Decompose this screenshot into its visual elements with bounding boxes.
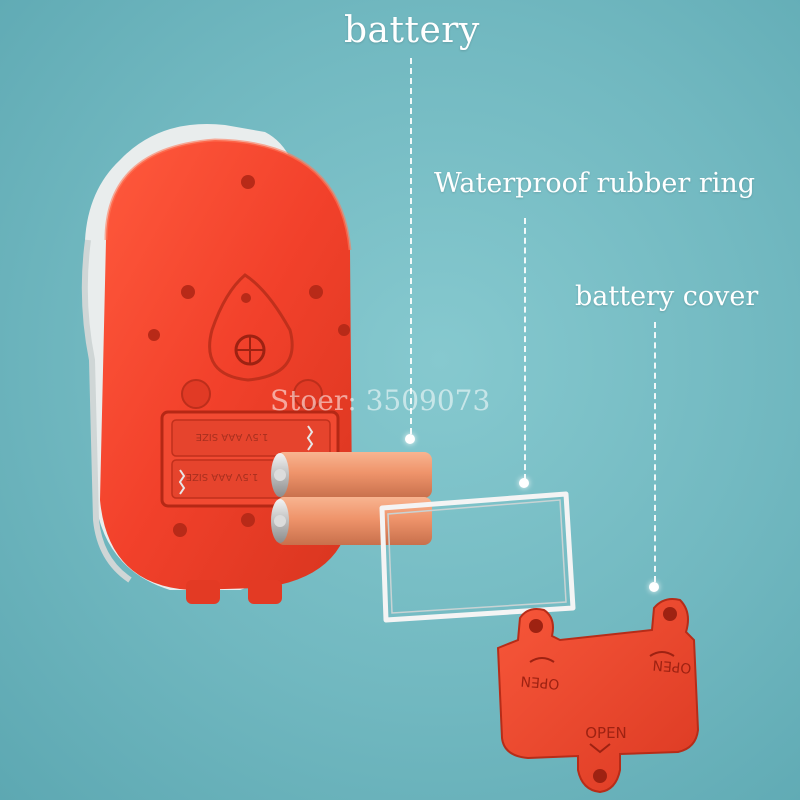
battery-label: battery bbox=[344, 10, 480, 51]
battery-cover: OPEN OPEN OPEN bbox=[496, 598, 700, 794]
cover-open-marking-bottom: OPEN bbox=[585, 724, 627, 742]
compartment-marking-lower: 1.5V AAA SIZE bbox=[186, 471, 259, 482]
aaa-battery-top bbox=[271, 452, 432, 498]
battery-callout-dot bbox=[405, 434, 415, 444]
battery-cover-leader-line bbox=[654, 322, 656, 582]
battery-leader-line bbox=[410, 58, 412, 434]
cover-open-marking-right: OPEN bbox=[652, 656, 692, 675]
cover-open-marking-left: OPEN bbox=[520, 672, 560, 691]
waterproof-rubber-ring bbox=[379, 491, 576, 623]
rubber-ring-label: Waterproof rubber ring bbox=[434, 168, 756, 199]
battery-cover-callout-dot bbox=[649, 582, 659, 592]
compartment-marking-upper: 1.5V AAA SIZE bbox=[196, 431, 269, 442]
rubber-ring-leader-line bbox=[524, 218, 526, 480]
store-watermark: Stoer: 3509073 bbox=[270, 384, 491, 417]
battery-cover-label: battery cover bbox=[575, 281, 759, 312]
rubber-ring-callout-dot bbox=[519, 478, 529, 488]
